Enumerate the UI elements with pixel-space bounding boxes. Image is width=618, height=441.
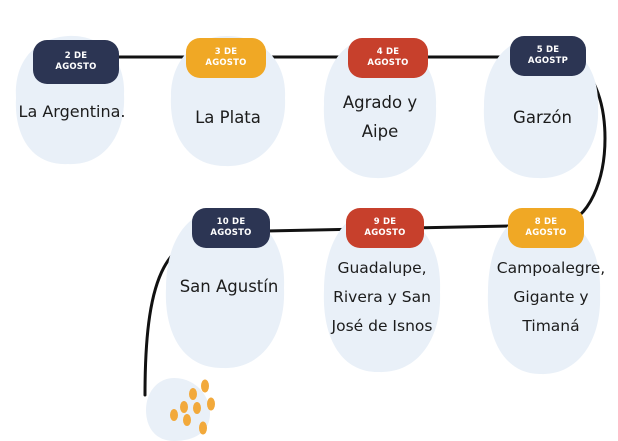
stop-4-date-badge: 5 DE AGOSTP bbox=[510, 36, 586, 76]
stop-6-blob bbox=[323, 209, 441, 373]
stop-7-place: Campoalegre, Gigante y Timaná bbox=[496, 259, 606, 335]
stop-1-date-badge: 2 DE AGOSTO bbox=[33, 40, 119, 84]
stop-6-date-badge: 9 DE AGOSTO bbox=[346, 208, 424, 248]
stop-4-place: Garzón bbox=[513, 108, 572, 127]
stop-3-date-badge: 4 DE AGOSTO bbox=[348, 38, 428, 78]
stop-7-date-badge: 8 DE AGOSTO bbox=[508, 208, 584, 248]
stop-5-date-badge: 10 DE AGOSTO bbox=[192, 208, 270, 248]
stop-2-date-badge: 3 DE AGOSTO bbox=[186, 38, 266, 78]
stop-1-place: La Argentina. bbox=[18, 102, 126, 121]
stop-5-blob bbox=[165, 209, 285, 369]
stop-6-place: Guadalupe, Rivera y San José de Isnos bbox=[331, 259, 433, 335]
stop-3-place: Agrado y Aipe bbox=[342, 93, 418, 141]
sunflower-seeds-icon bbox=[170, 379, 215, 435]
stop-5-place: San Agustín bbox=[179, 277, 279, 296]
stop-7-blob bbox=[487, 211, 601, 375]
stop-2-place: La Plata bbox=[195, 108, 261, 127]
journey-end-marker bbox=[146, 378, 215, 441]
